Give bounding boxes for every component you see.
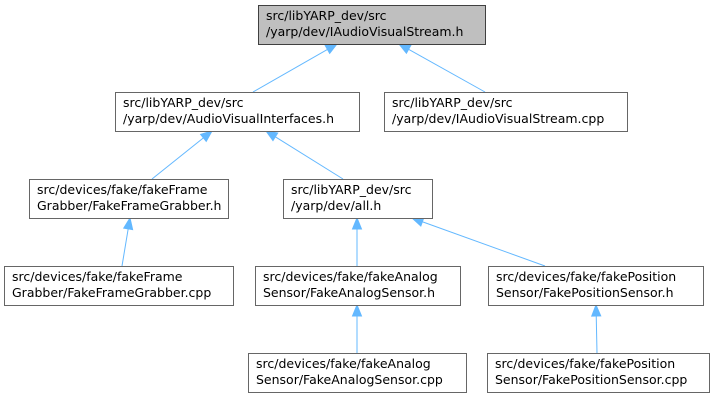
graph-node[interactable]: src/devices/fake/fakeFrameGrabber/FakeFr… (4, 266, 234, 306)
node-box (487, 353, 710, 393)
node-label-line-1: src/devices/fake/fakePosition (495, 356, 675, 371)
node-box (248, 353, 467, 393)
node-label-line-2: /yarp/dev/IAudioVisualStream.cpp (392, 111, 604, 126)
edge-n5-to-n3 (121, 216, 134, 267)
node-box (4, 266, 234, 306)
node-label-line-1: src/libYARP_dev/src (392, 95, 513, 110)
edge-line (595, 315, 598, 354)
node-label-line-1: src/libYARP_dev/src (291, 182, 412, 197)
node-label-line-2: /yarp/dev/IAudioVisualStream.h (266, 24, 463, 39)
arrow-head-icon (324, 43, 339, 55)
graph-node[interactable]: src/libYARP_dev/src/yarp/dev/AudioVisual… (115, 92, 360, 132)
graph-node[interactable]: src/libYARP_dev/src/yarp/dev/all.h (283, 179, 433, 219)
node-box (258, 5, 486, 45)
node-label-line-2: Grabber/FakeFrameGrabber.cpp (12, 285, 211, 300)
edge-n4-to-n1 (264, 130, 344, 180)
edge-n3-to-n1 (151, 130, 214, 180)
node-box (488, 266, 704, 306)
graph-nodes: src/libYARP_dev/src/yarp/dev/IAudioVisua… (4, 5, 710, 393)
node-label-line-2: Sensor/FakeAnalogSensor.h (263, 285, 435, 300)
node-label-line-1: src/devices/fake/fakeFrame (37, 182, 208, 197)
node-label-line-2: Sensor/FakePositionSensor.h (496, 285, 674, 300)
edge-line (422, 221, 546, 267)
node-label-line-1: src/devices/fake/fakeAnalog (263, 269, 438, 284)
node-box (384, 92, 628, 132)
graph-node[interactable]: src/devices/fake/fakePositionSensor/Fake… (487, 353, 710, 393)
node-label-line-1: src/devices/fake/fakePosition (496, 269, 676, 284)
node-box (115, 92, 360, 132)
arrow-head-icon (122, 216, 134, 231)
edge-line (151, 137, 204, 180)
arrow-head-icon (199, 130, 214, 143)
node-box (255, 266, 461, 306)
arrow-head-icon (397, 43, 412, 55)
node-label-line-1: src/libYARP_dev/src (123, 95, 244, 110)
edge-line (121, 228, 129, 267)
node-label-line-2: Sensor/FakePositionSensor.cpp (495, 372, 687, 387)
node-label-line-2: /yarp/dev/all.h (291, 198, 381, 213)
node-label-line-2: Sensor/FakeAnalogSensor.cpp (256, 372, 443, 387)
graph-node[interactable]: src/devices/fake/fakeAnalogSensor/FakeAn… (248, 353, 467, 393)
arrow-head-icon (351, 303, 363, 317)
node-box (283, 179, 433, 219)
edge-line (275, 136, 344, 180)
arrow-head-icon (264, 130, 279, 142)
edge-line (408, 48, 486, 93)
edge-n8-to-n6 (351, 303, 363, 353)
node-box (29, 179, 229, 219)
node-label-line-1: src/devices/fake/fakeAnalog (256, 356, 431, 371)
edge-n7-to-n4 (410, 216, 546, 267)
node-label-line-1: src/devices/fake/fakeFrame (12, 269, 183, 284)
edge-n9-to-n7 (590, 303, 602, 354)
node-label-line-1: src/libYARP_dev/src (266, 8, 387, 23)
graph-node[interactable]: src/devices/fake/fakeFrameGrabber/FakeFr… (29, 179, 229, 219)
graph-node-root: src/libYARP_dev/src/yarp/dev/IAudioVisua… (258, 5, 486, 45)
node-label-line-2: Grabber/FakeFrameGrabber.h (37, 198, 221, 213)
edge-line (252, 49, 328, 93)
arrow-head-icon (351, 216, 363, 230)
graph-node[interactable]: src/devices/fake/fakeAnalogSensor/FakeAn… (255, 266, 461, 306)
edge-n1-to-n0 (252, 43, 339, 93)
edge-n6-to-n4 (351, 216, 363, 266)
arrow-head-icon (590, 303, 602, 317)
node-label-line-2: /yarp/dev/AudioVisualInterfaces.h (123, 111, 334, 126)
graph-node[interactable]: src/libYARP_dev/src/yarp/dev/IAudioVisua… (384, 92, 628, 132)
graph-node[interactable]: src/devices/fake/fakePositionSensor/Fake… (488, 266, 704, 306)
edge-n2-to-n0 (397, 43, 486, 93)
